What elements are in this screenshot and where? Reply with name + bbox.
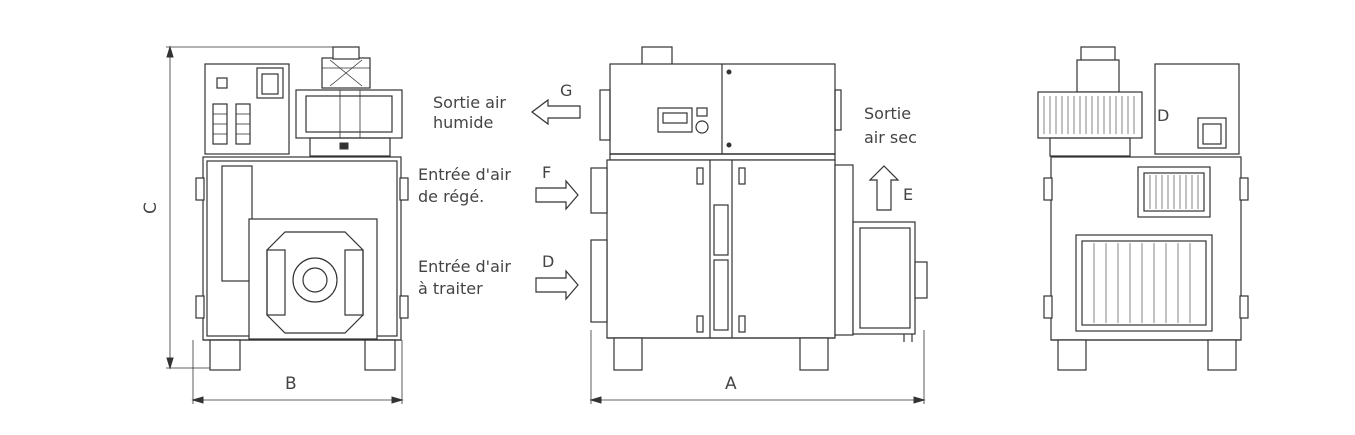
arrow-inlet-regen (535, 179, 579, 211)
front-body (606, 159, 836, 339)
inlet-process-label-line1: Entrée d'air (418, 257, 511, 276)
inlet-process-letter: D (542, 252, 555, 271)
rear-cabinet (1154, 63, 1240, 155)
arrow-outlet-wet (531, 98, 581, 126)
rear-letter: D (1157, 106, 1170, 125)
arrow-outlet-dry (868, 165, 900, 211)
rear-view (1037, 46, 1249, 371)
inlet-process-label-line2: à traiter (418, 279, 483, 298)
control-display-icon (657, 107, 693, 133)
dimension-a-label: A (725, 374, 737, 394)
outlet-wet-letter: G (560, 81, 573, 100)
dimension-c-label: C (140, 202, 161, 214)
outlet-dry-label-line1: Sortie (864, 104, 912, 123)
arrow-inlet-process (535, 269, 579, 301)
regen-duct (295, 89, 403, 139)
flow-arrows (531, 98, 900, 301)
rear-body (1050, 156, 1242, 341)
process-inlet-grille (1075, 234, 1213, 332)
wheel-plate (248, 218, 378, 340)
front-view (589, 46, 928, 404)
outlet-dry-label-line2: air sec (864, 128, 917, 147)
regen-inlet-grille (1137, 166, 1211, 218)
side-view (166, 45, 409, 404)
process-fan (852, 221, 916, 335)
inlet-regen-label-line2: de régé. (418, 187, 485, 206)
outlet-wet-label-line1: Sortie air (433, 93, 506, 112)
inlet-regen-letter: F (542, 163, 552, 182)
dimension-b-label: B (285, 374, 297, 394)
inlet-regen-label-line1: Entrée d'air (418, 165, 511, 184)
outlet-dry-letter: E (903, 185, 914, 204)
control-cabinet (204, 63, 290, 155)
top-grille (1037, 91, 1143, 139)
outlet-wet-label-line2: humide (433, 113, 494, 132)
